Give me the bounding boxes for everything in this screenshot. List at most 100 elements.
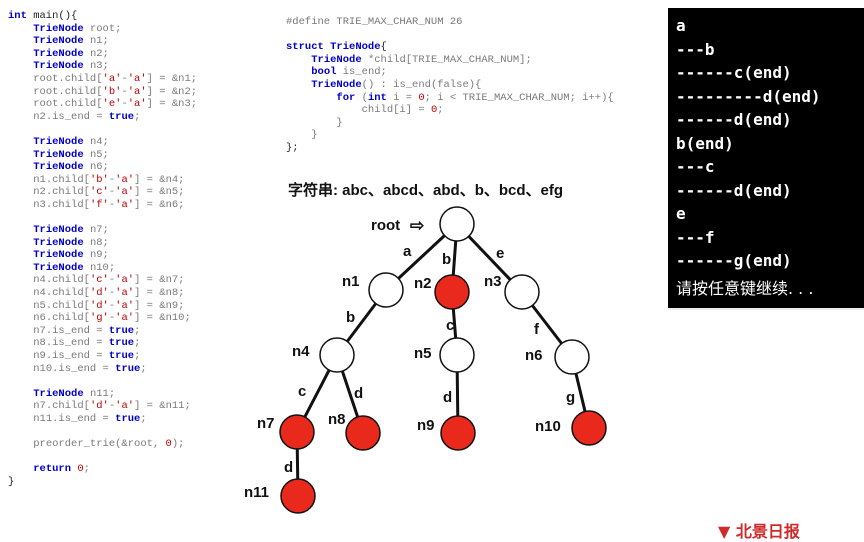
node-label-n2: n2 [414, 275, 432, 292]
code-token: ] = &n5; [134, 186, 185, 199]
console-prompt: 请按任意键继续. . . [676, 278, 814, 298]
code-token: TrieNode [33, 236, 84, 249]
code-token: 'f' [89, 198, 109, 211]
watermark-logo: ▼ 北景日报 [718, 522, 800, 541]
code-token: n10; [83, 261, 116, 274]
code-token: TrieNode [33, 60, 84, 73]
left_code-line: root.child['e'-'a'] = &n3; [8, 98, 197, 111]
code-token: ] = &n8; [134, 287, 185, 300]
left_code-line: TrieNode n10; [8, 262, 197, 275]
code-token: - [108, 299, 116, 312]
code-token: root.child[ [33, 98, 103, 111]
edge-char-label: g [566, 389, 575, 406]
code-token: - [108, 312, 116, 325]
left_code-line: TrieNode root; [8, 23, 197, 36]
code-token: 'b' [89, 173, 109, 186]
left_code-line: n2.is_end = true; [8, 111, 197, 124]
console-line: ---c [676, 157, 715, 176]
node-n8 [345, 415, 381, 451]
right_code-line: } [286, 129, 614, 142]
code-token: root.child[ [33, 85, 103, 98]
edge-char-label: d [443, 389, 452, 406]
left_code-line: } [8, 476, 197, 489]
node-label-n5: n5 [414, 345, 432, 362]
code-token: TrieNode [33, 161, 84, 174]
code-token: 'a' [115, 312, 135, 325]
code-token: int [367, 91, 387, 104]
node-label-n6: n6 [525, 347, 543, 364]
left_code-line: n6.child['g'-'a'] = &n10; [8, 312, 197, 325]
code-token: 'd' [89, 287, 109, 300]
code-token: 'a' [115, 173, 135, 186]
code-token: main(){ [26, 10, 78, 22]
code-token: n2.is_end = [33, 110, 109, 123]
code-token: 'a' [127, 85, 147, 98]
code-token: ] = &n2; [146, 85, 198, 98]
code-token: () : is_end(false){ [361, 78, 482, 91]
left_code-line: TrieNode n6; [8, 161, 197, 174]
code-token: - [121, 72, 128, 85]
code-token: n4.child[ [33, 274, 90, 287]
code-token: is_end; [336, 66, 387, 79]
code-token: 'a' [115, 198, 135, 211]
code-token: n11.is_end = [33, 413, 116, 425]
code-token: TrieNode [33, 261, 84, 274]
code-token: 'a' [127, 72, 147, 85]
edge-char-label: c [298, 383, 306, 400]
code-token: ; [83, 463, 90, 476]
code-token: 'a' [102, 72, 122, 85]
code-token: n3; [83, 60, 109, 73]
console-line: b(end) [676, 133, 734, 153]
code-token: ] = &n6; [134, 198, 185, 211]
code-token: ; [140, 362, 147, 375]
code-token: ; [437, 104, 444, 117]
code-token: 'a' [115, 287, 135, 300]
code-token: 'b' [102, 85, 122, 98]
root-arrow-icon: ⇨ [410, 216, 424, 235]
right_code-line: TrieNode *child[TRIE_MAX_CHAR_NUM]; [286, 54, 614, 67]
left_code-line: n10.is_end = true; [8, 363, 197, 376]
code-token: 'a' [115, 186, 135, 199]
left_code-line: preorder_trie(&root, 0); [8, 438, 197, 451]
code-token: true [108, 337, 135, 350]
code-token: TrieNode [33, 148, 84, 161]
code-token: 'd' [89, 400, 109, 413]
code-token: 'a' [115, 274, 135, 287]
code-token: bool [311, 66, 337, 79]
console-line: ---b [676, 39, 715, 59]
code-token: 'a' [127, 98, 147, 111]
code-token: - [108, 400, 116, 413]
code-token: 'c' [89, 186, 109, 199]
code-token: n2; [83, 47, 109, 60]
left_code-line: TrieNode n3; [8, 60, 197, 73]
left_code-line: TrieNode n9; [8, 249, 197, 262]
code-token: ( [355, 91, 368, 104]
code-token: - [108, 287, 116, 300]
node-label-n10: n10 [535, 418, 561, 435]
right_code-line: TrieNode() : is_end(false){ [286, 79, 614, 92]
code-token: 'a' [115, 299, 135, 312]
code-token: n5; [83, 148, 109, 161]
node-n9 [440, 415, 476, 451]
node-label-n4: n4 [292, 343, 310, 360]
code-token: n7; [83, 224, 109, 237]
right_code-line: bool is_end; [286, 66, 614, 79]
node-n5 [439, 337, 475, 373]
code-token: 'a' [115, 400, 135, 413]
code-token: TrieNode [33, 249, 84, 262]
left_code-line: n3.child['f'-'a'] = &n6; [8, 199, 197, 212]
code-token: 'e' [102, 98, 122, 111]
code-token: n6.child[ [33, 312, 90, 325]
code-token: true [115, 413, 141, 425]
code-token: ; i < TRIE_MAX_CHAR_NUM; i++){ [424, 91, 614, 104]
edge-char-label: b [442, 251, 451, 268]
code-token: ] = &n3; [146, 98, 198, 111]
left_code-line: n7.is_end = true; [8, 325, 197, 338]
left_code-line: TrieNode n5; [8, 149, 197, 162]
code-token: for [336, 91, 356, 104]
left_code-line: TrieNode n7; [8, 224, 197, 237]
node-label-n9: n9 [417, 417, 435, 434]
node-label-n1: n1 [342, 273, 360, 290]
node-root [439, 206, 475, 242]
console-line: ---f [676, 227, 715, 247]
